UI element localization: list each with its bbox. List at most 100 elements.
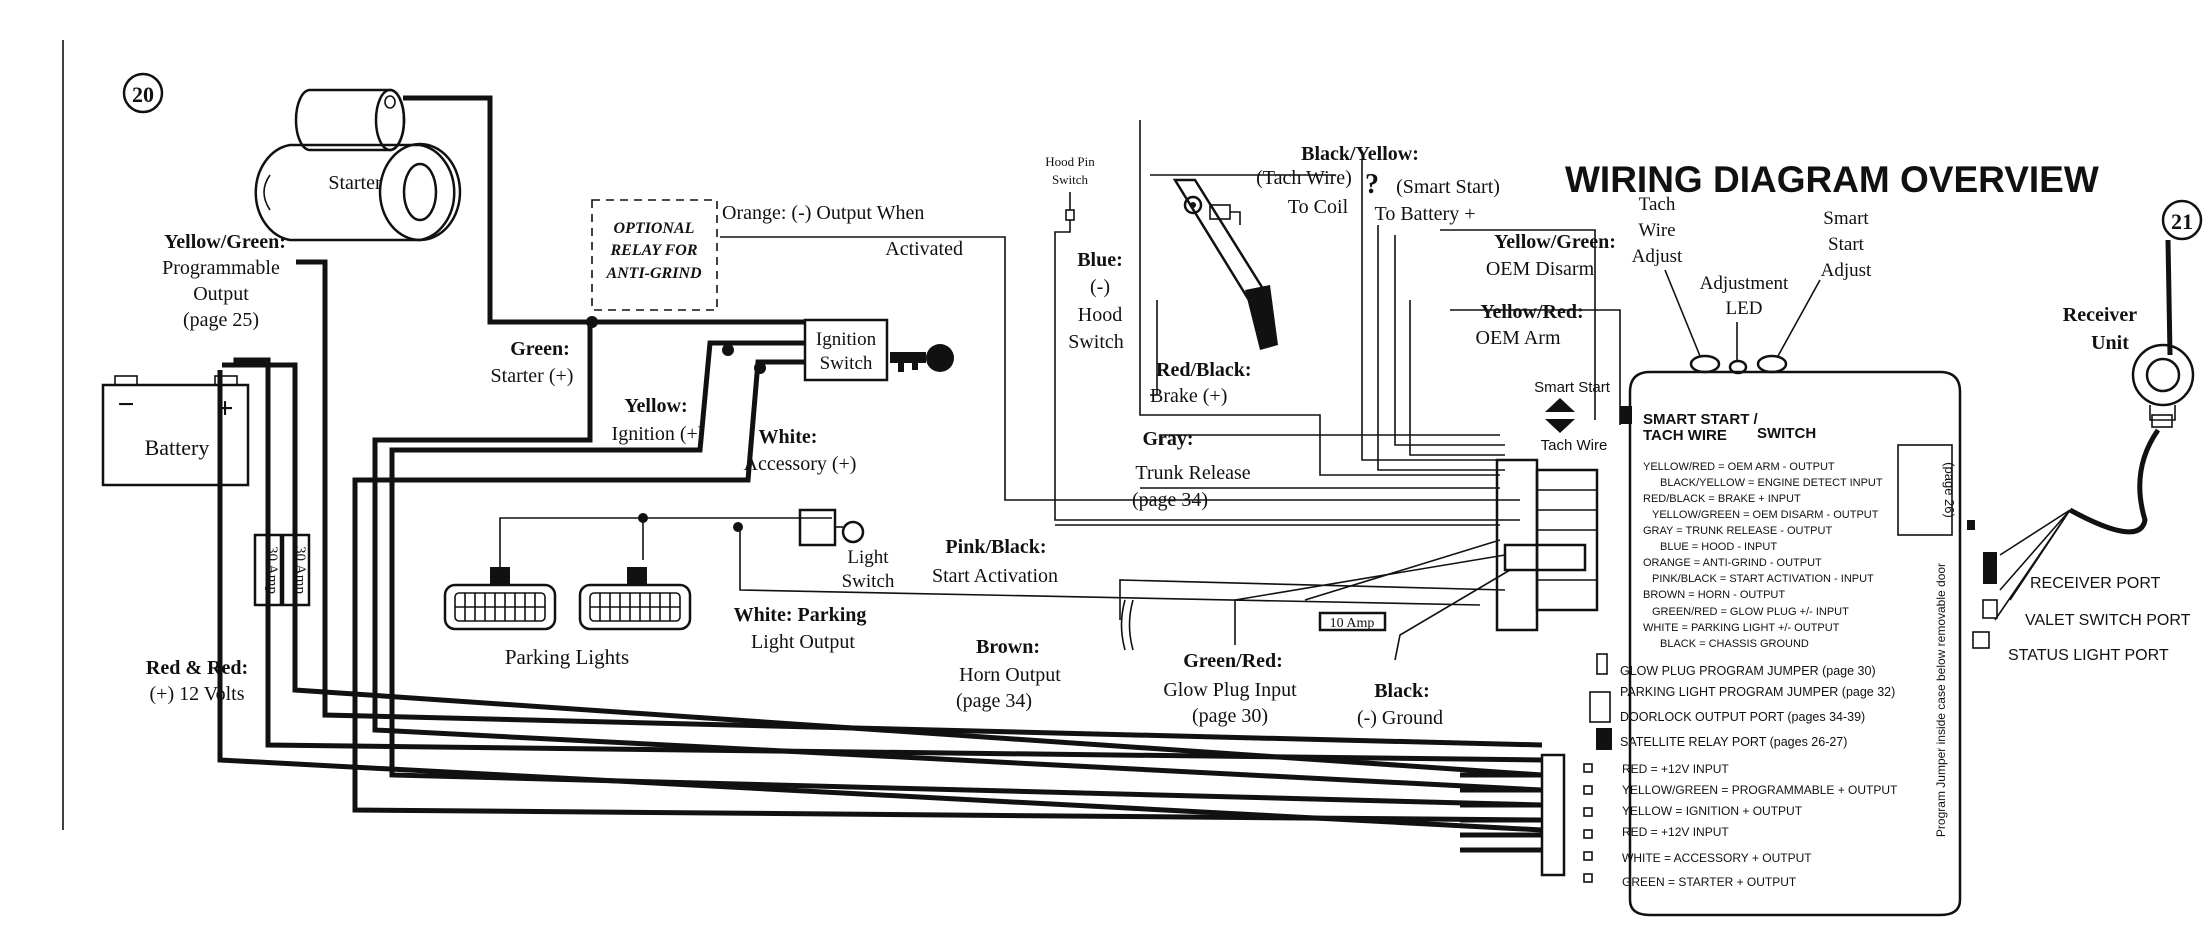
svg-text:Yellow/Green:: Yellow/Green: bbox=[1494, 231, 1616, 253]
brake-pedal bbox=[1139, 120, 1335, 350]
svg-text:(page 25): (page 25) bbox=[183, 309, 259, 331]
svg-text:To Battery +: To Battery + bbox=[1375, 203, 1476, 225]
module-port: PARKING LIGHT PROGRAM JUMPER (page 32) bbox=[1620, 685, 1895, 699]
svg-text:Light: Light bbox=[847, 547, 889, 568]
svg-text:Ignition (+): Ignition (+) bbox=[612, 423, 705, 445]
optional-relay: OPTIONAL RELAY FOR ANTI-GRIND bbox=[591, 199, 718, 311]
tach-wire-label: Tach Wire bbox=[1541, 437, 1608, 454]
smart-start-switch[interactable] bbox=[1545, 398, 1632, 433]
module-row: BLUE = HOOD - INPUT bbox=[1660, 541, 1777, 553]
module-power-list: RED = +12V INPUT YELLOW/GREEN = PROGRAMM… bbox=[1622, 762, 1898, 889]
module-power-row: RED = +12V INPUT bbox=[1622, 762, 1729, 776]
adjustment-led-2: LED bbox=[1726, 298, 1763, 319]
page-number-left: 20 bbox=[122, 72, 164, 114]
smart-start-label: Smart Start bbox=[1534, 379, 1611, 396]
remote-start-module: (page 26) Program Jumper inside case bel… bbox=[1628, 370, 1962, 917]
module-power-row: GREEN = STARTER + OUTPUT bbox=[1622, 875, 1797, 889]
program-jumper-note: Program Jumper inside case below removab… bbox=[1934, 563, 1948, 837]
svg-text:21: 21 bbox=[2171, 209, 2193, 234]
svg-text:Switch: Switch bbox=[820, 353, 873, 374]
svg-text:Unit: Unit bbox=[2091, 332, 2129, 354]
smart-start-adjust-2: Start bbox=[1828, 234, 1865, 255]
svg-text:Red & Red:: Red & Red: bbox=[146, 657, 248, 679]
smart-start-adjust-3: Adjust bbox=[1821, 260, 1872, 281]
junction-dot bbox=[586, 316, 598, 328]
svg-text:Hood: Hood bbox=[1078, 304, 1122, 326]
svg-text:(Smart Start): (Smart Start) bbox=[1396, 176, 1500, 198]
module-wire-list: YELLOW/RED = OEM ARM - OUTPUT BLACK/YELL… bbox=[1643, 461, 1883, 650]
module-row: WHITE = PARKING LIGHT +/- OUTPUT bbox=[1643, 622, 1840, 634]
module-port-list: GLOW PLUG PROGRAM JUMPER (page 30) PARKI… bbox=[1620, 664, 1895, 749]
svg-text:10 Amp: 10 Amp bbox=[1330, 616, 1375, 631]
label-yellow-green-programmable: Yellow/Green: Programmable Output (page … bbox=[162, 231, 286, 331]
adjustment-led-1: Adjustment bbox=[1700, 273, 1789, 294]
module-header-2: TACH WIRE bbox=[1643, 427, 1727, 444]
module-power-row: YELLOW = IGNITION + OUTPUT bbox=[1622, 804, 1803, 818]
label-yellow-red-oem: Yellow/Red: OEM Arm bbox=[1476, 301, 1584, 349]
svg-text:Green/Red:: Green/Red: bbox=[1183, 650, 1283, 672]
module-row: ORANGE = ANTI-GRIND - OUTPUT bbox=[1643, 557, 1822, 569]
tach-wire-adjust-1: Tach bbox=[1639, 194, 1676, 215]
valet-switch-port-label: VALET SWITCH PORT bbox=[2025, 612, 2191, 629]
orange-wire bbox=[720, 236, 1520, 501]
svg-text:(page 34): (page 34) bbox=[1132, 489, 1208, 511]
fuse-30amp-2: 30 Amp bbox=[281, 533, 311, 607]
module-row: GRAY = TRUNK RELEASE - OUTPUT bbox=[1643, 525, 1832, 537]
label-white-accessory: White: Accessory (+) bbox=[744, 426, 857, 475]
junction-dot bbox=[754, 362, 766, 374]
svg-text:Activated: Activated bbox=[885, 238, 963, 260]
svg-text:OPTIONAL: OPTIONAL bbox=[614, 220, 695, 237]
module-row: YELLOW/GREEN = OEM DISARM - OUTPUT bbox=[1652, 509, 1879, 521]
svg-text:To Coil: To Coil bbox=[1288, 196, 1349, 218]
svg-text:Hood Pin: Hood Pin bbox=[1045, 154, 1095, 169]
svg-text:(-): (-) bbox=[1090, 276, 1110, 298]
svg-text:Start Activation: Start Activation bbox=[932, 565, 1058, 587]
diagram-title: WIRING DIAGRAM OVERVIEW bbox=[1565, 159, 2099, 200]
svg-text:Trunk Release: Trunk Release bbox=[1135, 462, 1250, 484]
receiver-unit: Receiver Unit bbox=[2063, 239, 2195, 535]
tach-wire-adjust-3: Adjust bbox=[1632, 246, 1683, 267]
parking-light-wiring bbox=[499, 513, 1481, 606]
svg-text:Yellow/Green:: Yellow/Green: bbox=[164, 231, 286, 253]
main-harness-wires bbox=[217, 95, 1543, 833]
module-port: SATELLITE RELAY PORT (pages 26-27) bbox=[1620, 735, 1847, 749]
label-pink-black: Pink/Black: Start Activation bbox=[932, 536, 1058, 587]
svg-text:Brake (+): Brake (+) bbox=[1150, 385, 1227, 407]
svg-text:Green:: Green: bbox=[510, 338, 570, 360]
smart-start-adjust-1: Smart bbox=[1823, 208, 1869, 229]
module-row: YELLOW/RED = OEM ARM - OUTPUT bbox=[1643, 461, 1835, 473]
signal-wires bbox=[1055, 160, 1621, 661]
fuse-10amp: 10 Amp bbox=[1318, 611, 1387, 632]
svg-text:ANTI-GRIND: ANTI-GRIND bbox=[605, 265, 702, 282]
fuse-30amp-1: 30 Amp bbox=[253, 533, 283, 607]
label-gray-trunk: Gray: Trunk Release (page 34) bbox=[1132, 428, 1251, 511]
svg-text:(-) Ground: (-) Ground bbox=[1357, 707, 1443, 729]
power-row-markers bbox=[1583, 763, 1593, 883]
svg-text:Starter (+): Starter (+) bbox=[491, 365, 574, 387]
module-row: BLACK = CHASSIS GROUND bbox=[1660, 638, 1809, 650]
starter-label: Starter bbox=[328, 172, 382, 194]
module-header-1: SMART START / bbox=[1643, 411, 1759, 428]
module-row: BROWN = HORN - OUTPUT bbox=[1643, 589, 1785, 601]
page-number-right: 21 bbox=[2161, 199, 2203, 241]
light-switch: Light Switch bbox=[798, 508, 895, 592]
battery-label: Battery bbox=[145, 435, 210, 460]
junction-dot bbox=[722, 344, 734, 356]
module-port: DOORLOCK OUTPUT PORT (pages 34-39) bbox=[1620, 710, 1865, 724]
svg-text:Pink/Black:: Pink/Black: bbox=[945, 536, 1046, 558]
hood-pin-switch: Hood Pin Switch bbox=[1045, 154, 1520, 521]
svg-text:Switch: Switch bbox=[1068, 331, 1124, 353]
svg-text:Switch: Switch bbox=[1052, 172, 1089, 187]
label-black-yellow-tach: Black/Yellow: (Tach Wire) ? (Smart Start… bbox=[1256, 143, 1500, 225]
label-yellow-ignition: Yellow: Ignition (+) bbox=[612, 395, 705, 445]
svg-text:20: 20 bbox=[132, 82, 154, 107]
label-black-ground: Black: (-) Ground bbox=[1357, 680, 1443, 729]
svg-text:White: Parking: White: Parking bbox=[734, 604, 867, 626]
starter-motor: Starter bbox=[254, 88, 462, 242]
module-power-row: RED = +12V INPUT bbox=[1622, 825, 1729, 839]
label-yellow-green-oem: Yellow/Green: OEM Disarm bbox=[1486, 231, 1616, 280]
svg-text:(page 34): (page 34) bbox=[956, 690, 1032, 712]
label-blue-hood: Blue: (-) Hood Switch bbox=[1068, 249, 1124, 353]
receiver-port-wiring bbox=[1967, 509, 2071, 649]
